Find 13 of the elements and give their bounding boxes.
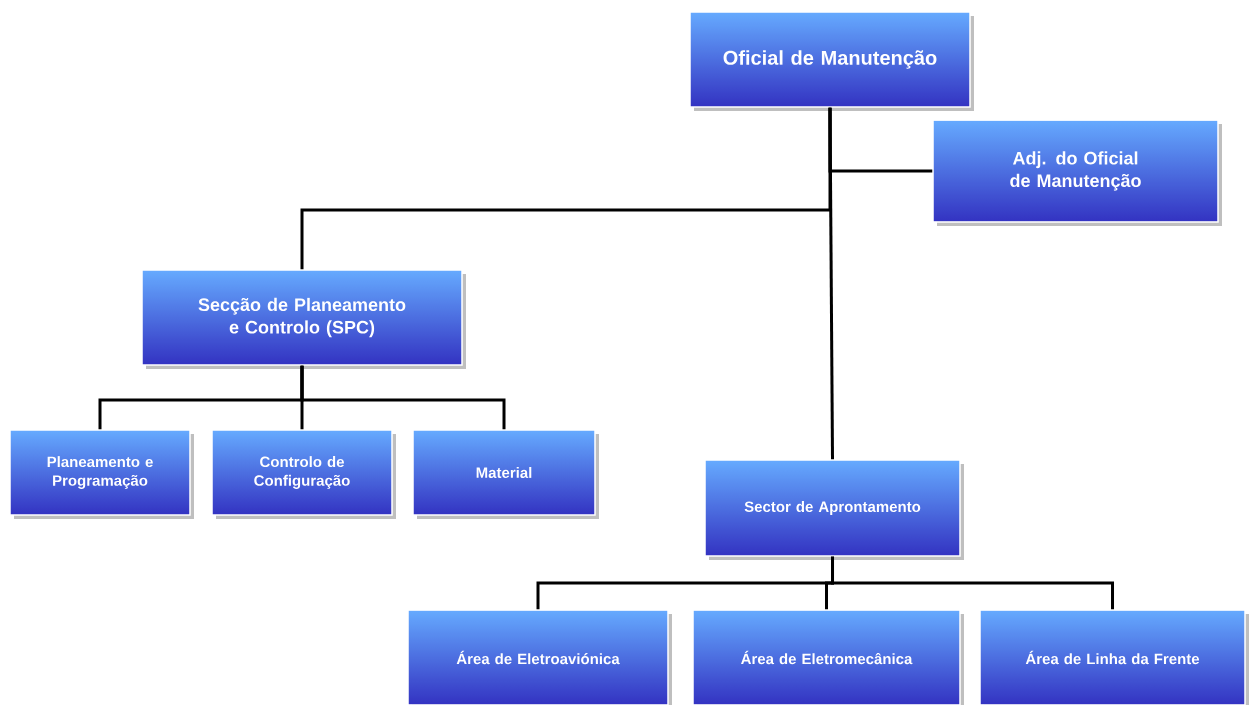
org-box: Área de Eletroaviónica — [407, 609, 669, 705]
org-box: Sector de Aprontamento — [704, 459, 961, 557]
connector-line — [828, 107, 834, 460]
org-box: Área de Linha da Frente — [979, 609, 1246, 705]
connector-line — [300, 365, 506, 430]
org-box: Secção de Planeamento e Controlo (SPC) — [141, 269, 463, 366]
org-box: Material — [412, 429, 596, 516]
org-box: Controlo de Configuração — [211, 429, 393, 516]
org-box: Oficial de Manutenção — [689, 11, 971, 108]
org-box: Área de Eletromecânica — [692, 609, 961, 705]
org-box: Adj. do Oficial de Manutenção — [932, 119, 1219, 223]
org-box: Planeamento e Programação — [9, 429, 191, 516]
connector-line — [831, 556, 1114, 610]
